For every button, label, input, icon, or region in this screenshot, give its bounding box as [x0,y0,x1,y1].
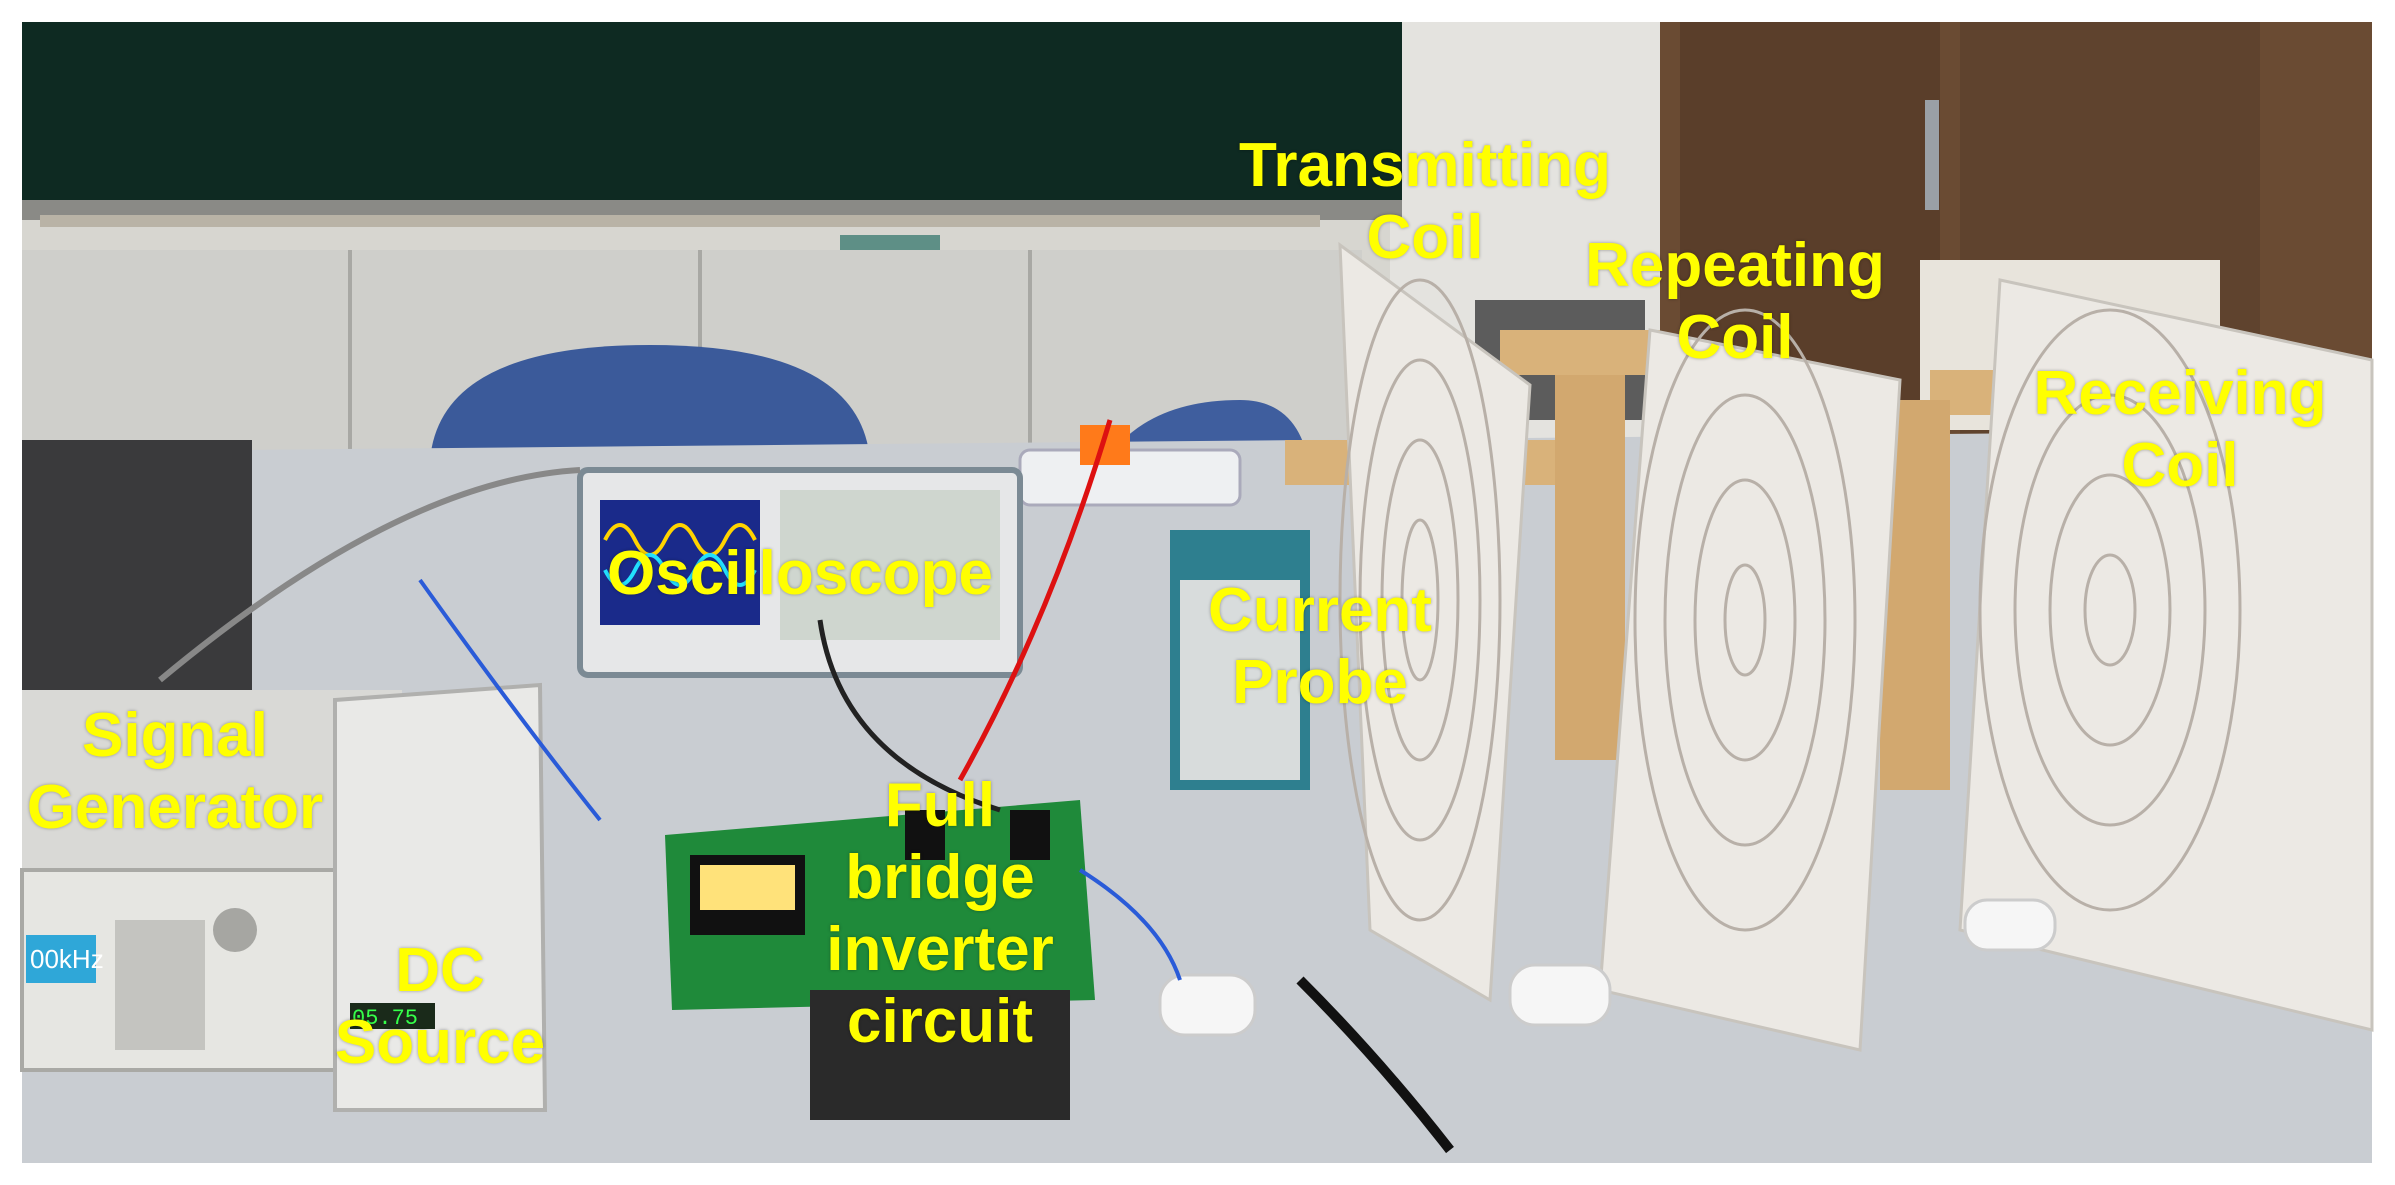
signal-generator-readout: 00kHz [30,944,104,974]
current-probe-unit [1170,530,1310,790]
capacitor [1508,963,1612,1027]
cable [158,467,581,683]
repeating-coil-board [1598,308,1902,1052]
dc-source-display [350,1003,435,1029]
chair [430,345,870,460]
label-oscilloscope: Oscilloscope [607,539,993,608]
capacitor [1158,973,1257,1037]
capacitor [1963,898,2057,952]
dc-source-readout: 05.75 [352,1006,418,1031]
chalkboard [22,22,1402,217]
signal-generator-screen [26,935,96,983]
dc-source [333,682,548,1112]
transmitting-coil-board [1338,241,1532,1003]
oscilloscope [577,467,1023,678]
full-bridge-inverter-board [665,800,1095,1010]
receiving-coil-board [1958,278,2374,1032]
controller-board [810,990,1070,1120]
